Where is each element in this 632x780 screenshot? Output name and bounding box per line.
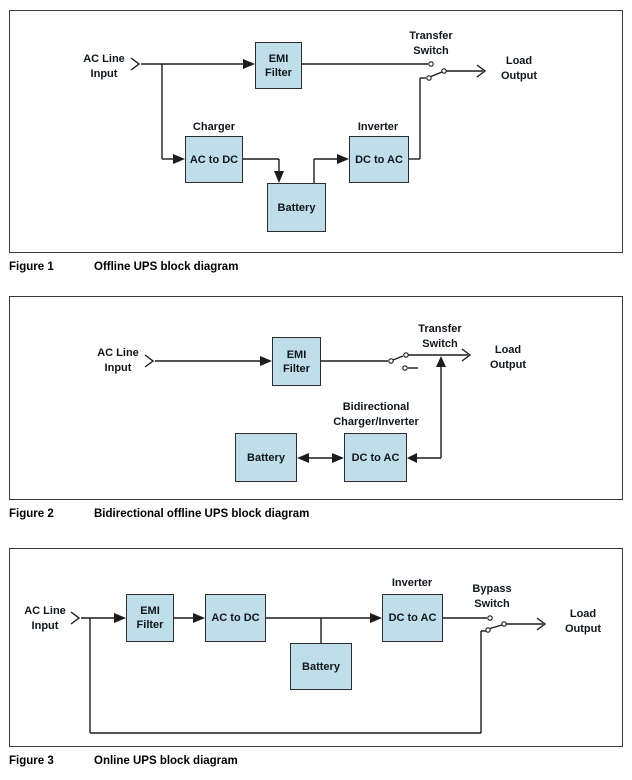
fig2-transfer-switch-symbol-icon	[388, 352, 418, 371]
fig2-load-output-label: Load Output	[489, 344, 527, 371]
fig3-bypass-switch-label: Bypass Switch	[472, 583, 512, 610]
fig3-ac-to-dc-box: AC to DC	[205, 594, 266, 642]
fig2-input-chevron-icon	[144, 354, 155, 368]
figure1-caption-label: Figure 1	[9, 261, 54, 273]
figure1-caption-title: Offline UPS block diagram	[94, 261, 239, 273]
fig3-wires	[70, 611, 547, 734]
figure2-caption: Figure 2 Bidirectional offline UPS block…	[9, 508, 609, 524]
fig2-emi-filter-box: EMI Filter	[272, 337, 321, 386]
figure3-caption: Figure 3 Online UPS block diagram	[9, 755, 609, 771]
fig1-charger-label: Charger	[192, 121, 236, 133]
fig1-load-output-label: Load Output	[500, 55, 538, 82]
fig2-wires	[144, 348, 472, 463]
figure2-caption-title: Bidirectional offline UPS block diagram	[94, 508, 310, 520]
fig2-arrow-into-battery-icon	[297, 453, 309, 463]
fig1-transfer-switch-symbol-icon	[426, 61, 447, 81]
fig1-ac-to-dc-box: AC to DC	[185, 136, 243, 183]
figure3-caption-title: Online UPS block diagram	[94, 755, 238, 767]
fig1-emi-line1: EMI	[268, 52, 289, 65]
fig3-battery-box: Battery	[290, 643, 352, 690]
fig3-input-chevron-icon	[70, 611, 81, 625]
figure1-caption: Figure 1 Offline UPS block diagram	[9, 261, 609, 277]
fig2-arrow-up-into-output-icon	[436, 356, 446, 367]
fig1-transfer-switch-label: Transfer Switch	[409, 30, 453, 57]
fig1-arrow-into-acdc-icon	[173, 154, 185, 164]
fig2-arrow-into-dcac-icon	[407, 453, 417, 463]
fig1-input-chevron-icon	[130, 57, 141, 71]
fig1-dc-to-ac-box: DC to AC	[349, 136, 409, 183]
fig3-arrow-into-dcac-icon	[370, 613, 382, 623]
fig1-arrow-into-battery-icon	[274, 171, 284, 183]
fig2-battery-box: Battery	[235, 433, 297, 482]
fig3-load-output-label: Load Output	[564, 608, 602, 635]
figure3-caption-label: Figure 3	[9, 755, 54, 767]
fig3-arrow-into-acdc-icon	[193, 613, 205, 623]
fig2-arrow-into-emi-icon	[260, 356, 272, 366]
fig3-emi-filter-box: EMI Filter	[126, 594, 174, 642]
fig2-ac-input-label: AC Line Input	[97, 347, 139, 374]
fig3-arrow-into-emi-icon	[114, 613, 126, 623]
fig2-transfer-switch-label: Transfer Switch	[418, 323, 462, 350]
fig3-output-chevron-icon	[536, 617, 547, 631]
figure2-frame	[9, 296, 623, 500]
fig3-dc-to-ac-box: DC to AC	[382, 594, 443, 642]
fig1-arrow-into-emi-icon	[243, 59, 255, 69]
fig1-output-chevron-icon	[476, 64, 487, 78]
fig1-ac-input-label: AC Line Input	[83, 53, 125, 80]
fig3-ac-input-label: AC Line Input	[24, 605, 66, 632]
fig3-inverter-label: Inverter	[391, 577, 433, 589]
fig1-emi-line2: Filter	[265, 66, 292, 79]
fig2-dc-to-ac-box: DC to AC	[344, 433, 407, 482]
fig2-output-chevron-icon	[461, 348, 472, 362]
fig2-bidirectional-label: Bidirectional Charger/Inverter	[333, 401, 419, 428]
fig3-bypass-switch-symbol-icon	[485, 615, 507, 633]
fig1-battery-box: Battery	[267, 183, 326, 232]
fig1-arrow-into-dcac-icon	[337, 154, 349, 164]
fig1-wires	[130, 57, 487, 183]
fig2-arrow-into-dcac-left-icon	[332, 453, 344, 463]
fig1-inverter-label: Inverter	[357, 121, 399, 133]
figure2-caption-label: Figure 2	[9, 508, 54, 520]
fig1-emi-filter-box: EMI Filter	[255, 42, 302, 89]
